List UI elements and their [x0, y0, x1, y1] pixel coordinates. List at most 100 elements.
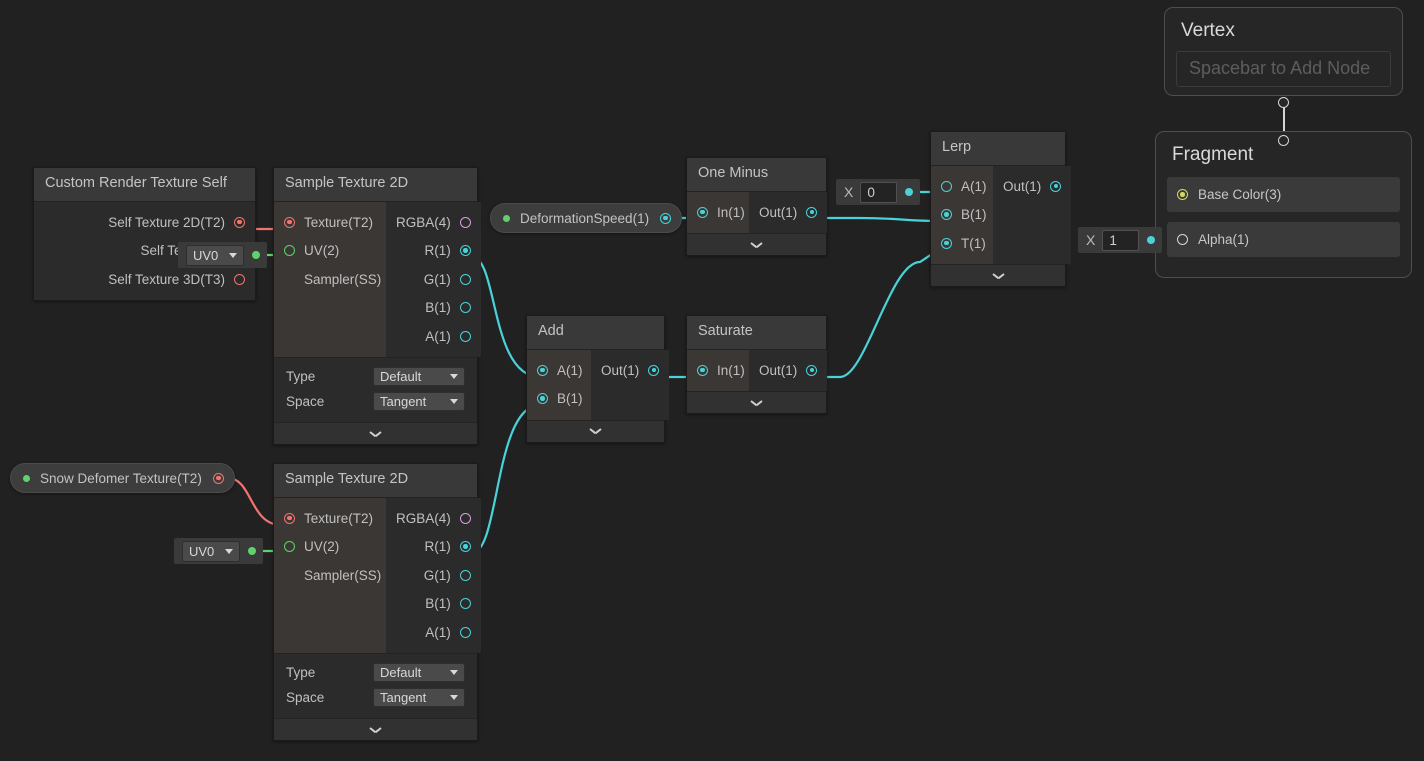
alpha-input-port-icon[interactable] [1177, 233, 1188, 245]
collapse-toggle[interactable] [931, 264, 1065, 287]
alpha-slot-port[interactable] [1147, 236, 1155, 244]
setting-row-space[interactable]: Space Tangent [274, 685, 477, 710]
type-dropdown[interactable]: Default [373, 663, 465, 683]
setting-row-type[interactable]: Type Default [274, 660, 477, 685]
input-row-uv[interactable]: UV(2) [274, 532, 386, 561]
input-port-texture-icon[interactable] [284, 512, 295, 524]
output-row-a[interactable]: A(1) [386, 322, 481, 351]
property-output-port-icon[interactable] [660, 212, 672, 224]
alpha-value-slot[interactable]: X 1 [1078, 227, 1162, 253]
collapse-toggle[interactable] [687, 233, 826, 256]
output-port-out-icon[interactable] [806, 206, 818, 218]
input-port-a-icon[interactable] [537, 364, 548, 376]
input-row-b[interactable]: B(1) [527, 384, 591, 413]
input-port-sampler-icon[interactable] [284, 569, 295, 581]
input-row-b[interactable]: B(1) [931, 200, 993, 229]
input-row-uv[interactable]: UV(2) [274, 236, 386, 265]
output-row-a[interactable]: A(1) [386, 618, 481, 647]
node-one-minus[interactable]: One Minus In(1) Out(1) [686, 157, 828, 257]
fragment-top-connector-port[interactable] [1278, 135, 1289, 146]
output-row-out[interactable]: Out(1) [749, 356, 827, 385]
output-row-rgba[interactable]: RGBA(4) [386, 208, 481, 237]
node-sample-texture-2d-bottom[interactable]: Sample Texture 2D Texture(T2) UV(2) Samp… [273, 463, 481, 742]
space-dropdown[interactable]: Tangent [373, 688, 465, 708]
output-row-out[interactable]: Out(1) [993, 172, 1071, 201]
output-port-g-icon[interactable] [459, 569, 471, 581]
input-port-uv-icon[interactable] [284, 541, 295, 553]
input-port-t-icon[interactable] [941, 237, 952, 249]
output-row-rgba[interactable]: RGBA(4) [386, 504, 481, 533]
space-dropdown[interactable]: Tangent [373, 392, 465, 412]
output-port-texture3d-icon[interactable] [234, 273, 245, 285]
output-port-out-icon[interactable] [648, 364, 660, 376]
collapse-toggle[interactable] [274, 718, 477, 741]
input-port-in-icon[interactable] [697, 206, 708, 218]
property-node-deformation-speed[interactable]: DeformationSpeed(1) [490, 203, 683, 233]
output-port-b-icon[interactable] [459, 302, 471, 314]
input-port-in-icon[interactable] [697, 364, 708, 376]
output-row-r[interactable]: R(1) [386, 236, 481, 265]
node-custom-render-texture-self[interactable]: Custom Render Texture Self Self Texture … [33, 167, 256, 302]
lerp-a-value-slot[interactable]: X 0 [836, 179, 920, 205]
output-row-b[interactable]: B(1) [386, 589, 481, 618]
property-output-port-icon[interactable] [212, 472, 224, 484]
input-row-texture[interactable]: Texture(T2) [274, 208, 386, 237]
property-node-snow-deformer-texture[interactable]: Snow Defomer Texture(T2) [10, 463, 235, 493]
context-block-fragment[interactable]: Fragment Base Color(3) Alpha(1) [1155, 131, 1412, 278]
collapse-toggle[interactable] [274, 422, 477, 445]
output-row-r[interactable]: R(1) [386, 532, 481, 561]
output-port-rgba-icon[interactable] [459, 512, 471, 524]
input-row-texture[interactable]: Texture(T2) [274, 504, 386, 533]
vertex-add-node-placeholder[interactable]: Spacebar to Add Node [1176, 50, 1391, 87]
input-port-a-icon[interactable] [941, 180, 952, 192]
input-row-a[interactable]: A(1) [527, 356, 591, 385]
setting-row-space[interactable]: Space Tangent [274, 389, 477, 414]
output-row-out[interactable]: Out(1) [749, 198, 827, 227]
input-row-a[interactable]: A(1) [931, 172, 993, 201]
port-row-self-texture-2d[interactable]: Self Texture 2D(T2) [34, 208, 255, 237]
uv0-slot-bottom[interactable]: UV0 [174, 538, 263, 564]
node-lerp[interactable]: Lerp A(1) B(1) T(1) Out(1) [930, 131, 1072, 288]
output-row-g[interactable]: G(1) [386, 561, 481, 590]
alpha-value-input[interactable]: 1 [1102, 229, 1139, 251]
input-row-sampler[interactable]: Sampler(SS) [274, 265, 386, 294]
output-port-r-icon[interactable] [459, 541, 471, 553]
input-row-in[interactable]: In(1) [687, 356, 749, 385]
context-block-vertex[interactable]: Vertex Spacebar to Add Node [1164, 7, 1403, 96]
block-node-base-color[interactable]: Base Color(3) [1167, 176, 1400, 212]
collapse-toggle[interactable] [527, 419, 664, 442]
uv0-output-port-top[interactable] [252, 251, 260, 259]
input-port-sampler-icon[interactable] [284, 273, 295, 285]
uv0-dropdown-bottom[interactable]: UV0 [182, 540, 240, 562]
input-port-uv-icon[interactable] [284, 245, 295, 257]
output-port-a-icon[interactable] [459, 626, 471, 638]
input-port-b-icon[interactable] [941, 209, 952, 221]
output-port-texture2d-icon[interactable] [234, 216, 245, 228]
node-sample-texture-2d-top[interactable]: Sample Texture 2D Texture(T2) UV(2) Samp… [273, 167, 481, 446]
output-port-g-icon[interactable] [459, 273, 471, 285]
setting-row-type[interactable]: Type Default [274, 364, 477, 389]
output-row-out[interactable]: Out(1) [591, 356, 669, 385]
vertex-bottom-connector-port[interactable] [1278, 97, 1289, 108]
base-color-input-port-icon[interactable] [1177, 188, 1188, 200]
block-node-alpha[interactable]: Alpha(1) [1167, 221, 1400, 257]
lerp-a-slot-port[interactable] [905, 188, 913, 196]
uv0-dropdown-top[interactable]: UV0 [186, 244, 244, 266]
output-port-out-icon[interactable] [806, 364, 818, 376]
output-port-a-icon[interactable] [459, 330, 471, 342]
output-port-b-icon[interactable] [459, 598, 471, 610]
lerp-a-value-input[interactable]: 0 [860, 181, 897, 203]
output-port-out-icon[interactable] [1050, 180, 1062, 192]
node-saturate[interactable]: Saturate In(1) Out(1) [686, 315, 828, 415]
collapse-toggle[interactable] [687, 391, 826, 414]
output-row-b[interactable]: B(1) [386, 293, 481, 322]
input-row-sampler[interactable]: Sampler(SS) [274, 561, 386, 590]
input-port-b-icon[interactable] [537, 393, 548, 405]
input-port-texture-icon[interactable] [284, 216, 295, 228]
output-row-g[interactable]: G(1) [386, 265, 481, 294]
type-dropdown[interactable]: Default [373, 367, 465, 387]
input-row-in[interactable]: In(1) [687, 198, 749, 227]
uv0-slot-top[interactable]: UV0 [178, 242, 267, 268]
node-add[interactable]: Add A(1) B(1) Out(1) [526, 315, 670, 443]
